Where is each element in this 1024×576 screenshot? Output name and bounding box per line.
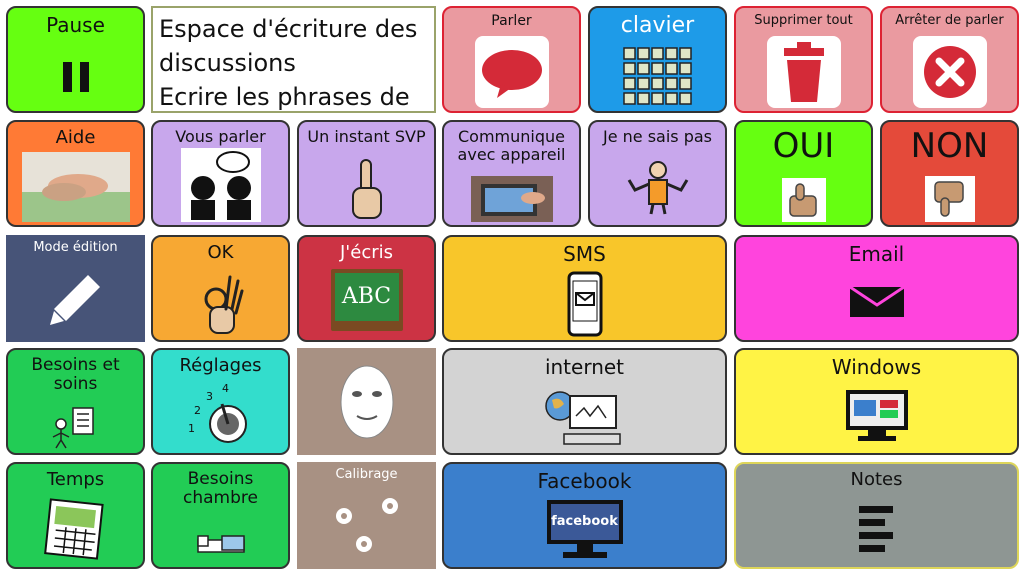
tablet-icon — [470, 176, 553, 222]
checklist-person-icon — [52, 407, 94, 449]
dont-know-label: Je ne sais pas — [602, 127, 713, 146]
thumbs-down-icon — [924, 176, 975, 222]
speech-bubble-icon — [481, 50, 542, 98]
pause-label: Pause — [46, 13, 105, 37]
one-moment-label: Un instant SVP — [307, 127, 426, 146]
no-button[interactable]: NON — [880, 120, 1019, 227]
i-write-button[interactable]: J'écris ABC — [297, 235, 436, 342]
finger-raised-icon — [351, 159, 382, 219]
envelope-icon — [849, 287, 904, 317]
svg-text:2: 2 — [194, 404, 201, 417]
face-tracking-button[interactable] — [297, 348, 436, 455]
keyboard-icon — [622, 47, 692, 105]
facebook-label: Facebook — [537, 469, 632, 493]
care-needs-button[interactable]: Besoins et soins — [6, 348, 145, 455]
facebook-button[interactable]: Facebook facebook — [442, 462, 727, 569]
i-write-label: J'écris — [339, 242, 393, 263]
email-button[interactable]: Email — [734, 235, 1019, 342]
calibration-button[interactable]: Calibrage — [297, 462, 436, 569]
speak-button[interactable]: Parler — [442, 6, 581, 113]
delete-all-label: Supprimer tout — [754, 13, 853, 28]
pause-button[interactable]: Pause — [6, 6, 145, 113]
notes-lines-icon — [858, 506, 893, 552]
dial-knob-icon: 1 2 3 4 — [188, 382, 247, 443]
room-needs-button[interactable]: Besoins chambre — [151, 462, 290, 569]
yes-label: OUI — [772, 126, 835, 166]
speak-label: Parler — [491, 13, 532, 29]
facebook-monitor-icon: facebook — [546, 500, 623, 562]
talk-to-you-button[interactable]: Vous parler — [151, 120, 290, 227]
stop-speaking-label: Arrêter de parler — [895, 13, 1004, 28]
edit-mode-label: Mode édition — [33, 240, 118, 255]
face-mask-icon — [340, 365, 393, 439]
windows-button[interactable]: Windows — [734, 348, 1019, 455]
two-people-talking-icon — [180, 148, 261, 222]
keyboard-label: clavier — [620, 13, 695, 38]
phone-message-icon — [567, 271, 602, 337]
ok-hand-icon — [204, 275, 243, 334]
settings-button[interactable]: Réglages 1 2 3 4 — [151, 348, 290, 455]
ok-label: OK — [207, 242, 234, 263]
discussion-text-area[interactable]: Espace d'écriture des discussions Ecrire… — [151, 6, 436, 113]
internet-label: internet — [544, 355, 625, 379]
notes-label: Notes — [850, 469, 903, 490]
desktop-monitor-icon — [845, 390, 908, 441]
dont-know-button[interactable]: Je ne sais pas — [588, 120, 727, 227]
facebook-logo: facebook — [550, 504, 619, 540]
edit-mode-button[interactable]: Mode édition — [6, 235, 145, 342]
svg-text:3: 3 — [206, 390, 213, 403]
communicate-device-button[interactable]: Communique avec appareil — [442, 120, 581, 227]
communicate-device-label: Communique avec appareil — [457, 127, 566, 164]
globe-computer-icon — [544, 391, 621, 445]
email-label: Email — [848, 242, 905, 266]
time-label: Temps — [46, 469, 105, 490]
sms-label: SMS — [563, 242, 606, 266]
sms-button[interactable]: SMS — [442, 235, 727, 342]
ok-button[interactable]: OK — [151, 235, 290, 342]
calendar-icon — [43, 498, 104, 560]
trash-icon — [783, 42, 824, 102]
editor-line-3: Ecrire les phrases de — [159, 83, 410, 111]
no-label: NON — [910, 126, 989, 166]
pencil-icon — [49, 275, 100, 325]
calibration-label: Calibrage — [335, 467, 398, 482]
time-button[interactable]: Temps — [6, 462, 145, 569]
delete-all-button[interactable]: Supprimer tout — [734, 6, 873, 113]
chalkboard-icon: ABC — [330, 269, 403, 331]
yes-button[interactable]: OUI — [734, 120, 873, 227]
one-moment-button[interactable]: Un instant SVP — [297, 120, 436, 227]
abc-text: ABC — [334, 273, 399, 321]
settings-label: Réglages — [179, 355, 262, 376]
editor-line-1: Espace d'écriture des — [159, 15, 418, 43]
svg-text:1: 1 — [188, 422, 195, 435]
room-needs-label: Besoins chambre — [183, 469, 258, 508]
internet-button[interactable]: internet — [442, 348, 727, 455]
calibration-targets-icon — [335, 498, 398, 552]
help-button[interactable]: Aide — [6, 120, 145, 227]
help-label: Aide — [55, 127, 96, 148]
thumbs-up-icon — [781, 178, 826, 222]
stop-speaking-button[interactable]: Arrêter de parler — [880, 6, 1019, 113]
talk-to-you-label: Vous parler — [175, 127, 266, 146]
helping-hands-icon — [21, 152, 130, 222]
care-needs-label: Besoins et soins — [31, 355, 120, 394]
editor-line-2: discussions — [159, 49, 296, 77]
notes-button[interactable]: Notes — [734, 462, 1019, 569]
pause-icon — [62, 62, 89, 92]
shrug-person-icon — [627, 161, 688, 215]
svg-text:4: 4 — [222, 382, 229, 395]
bed-icon — [196, 535, 245, 553]
keyboard-button[interactable]: clavier — [588, 6, 727, 113]
cancel-x-icon — [923, 46, 976, 98]
windows-label: Windows — [831, 355, 922, 379]
